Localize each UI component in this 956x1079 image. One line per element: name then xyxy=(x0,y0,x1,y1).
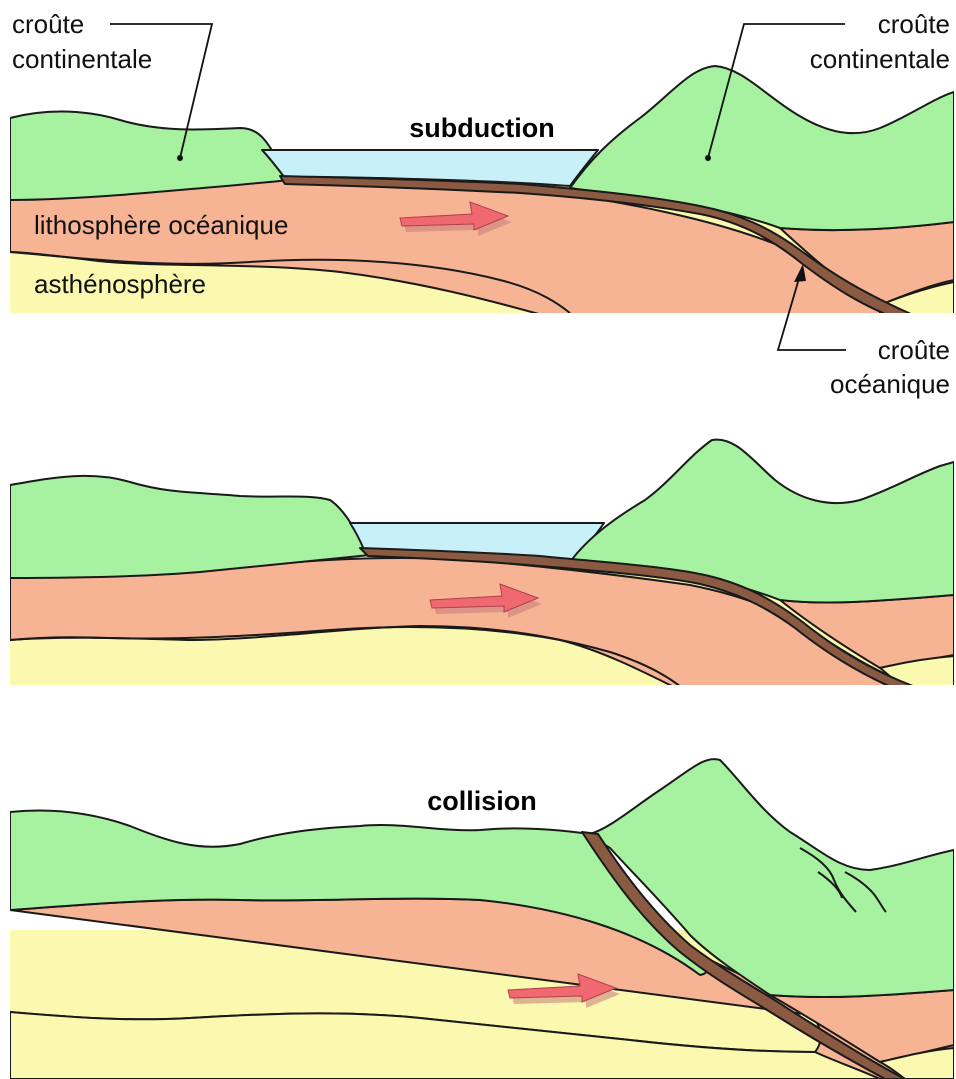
title-subduction: subduction xyxy=(409,113,554,143)
label-asthenosphere: asthénosphère xyxy=(34,269,206,299)
panel-intermediate xyxy=(10,440,954,690)
label-croute-continentale-right: croûte xyxy=(878,9,950,39)
label-continentale-left: continentale xyxy=(12,44,152,74)
title-collision: collision xyxy=(427,786,537,816)
label-croute-continentale-left: croûte xyxy=(12,9,84,39)
label-croute-oceanique: croûte xyxy=(878,335,950,365)
label-lithosphere-oceanique: lithosphère océanique xyxy=(34,210,288,240)
label-oceanique: océanique xyxy=(830,369,950,399)
label-continentale-right: continentale xyxy=(810,44,950,74)
